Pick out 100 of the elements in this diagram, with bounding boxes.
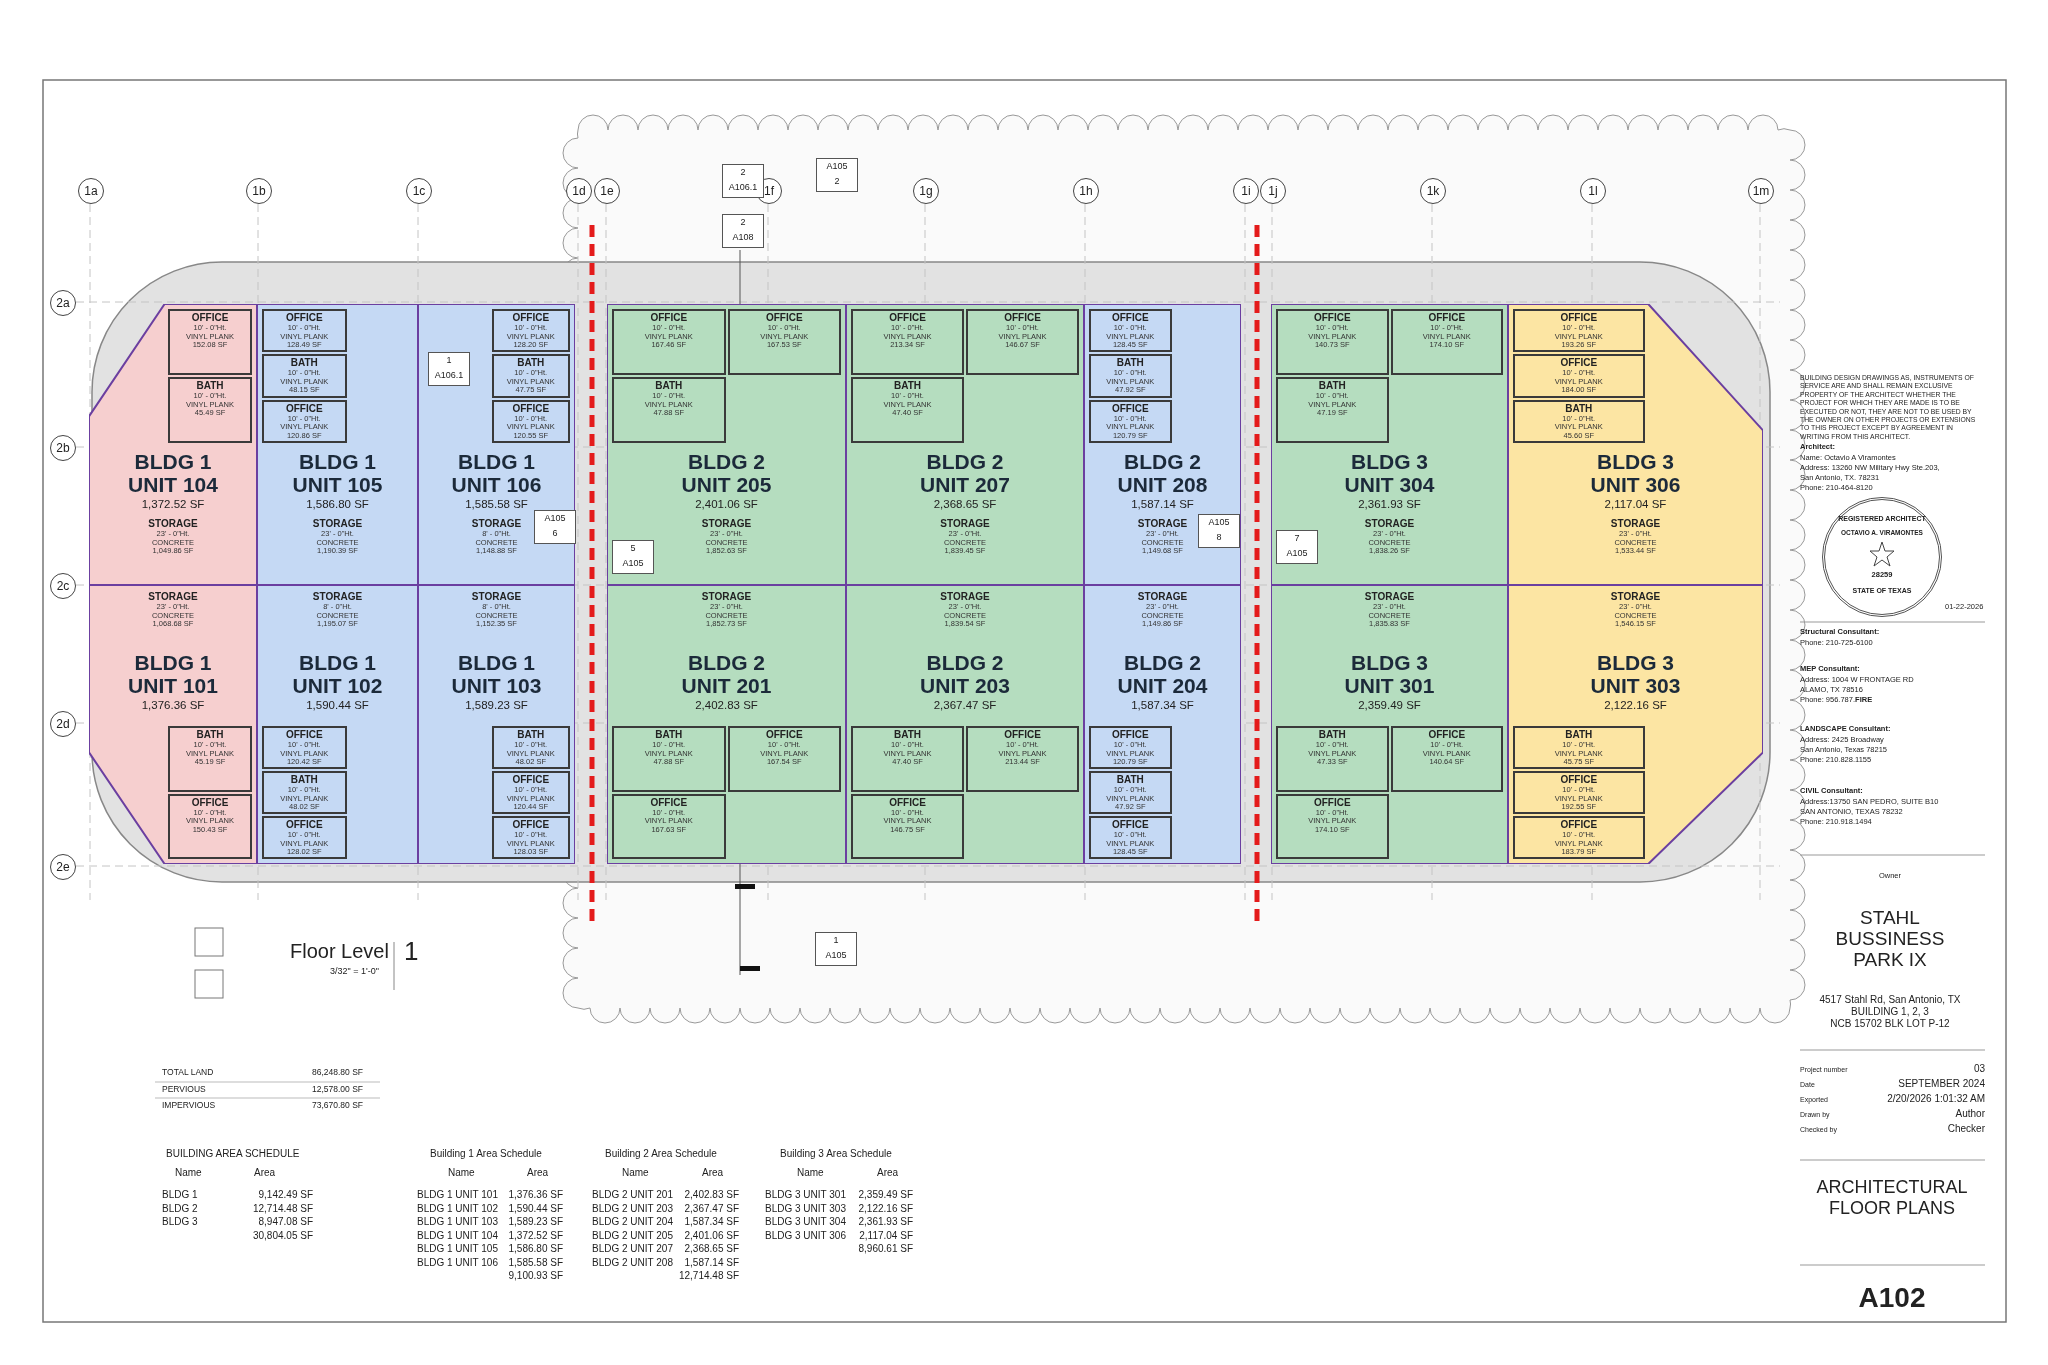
unit-area [418,304,575,585]
scale-note: 3/32" = 1'-0" [330,966,379,976]
column-header: Area [877,1167,899,1178]
room-name: BATH [289,774,319,785]
marker-text: A105 [824,950,848,961]
room-name: BATH [1115,357,1145,369]
room-outline [1276,309,1389,375]
room-outline [262,816,347,859]
table-text: 1,589.23 SF [508,1216,563,1227]
room-outline [168,726,252,792]
project-address: NCB 15702 BLK LOT P-12 [1830,1018,1950,1029]
table-text: BLDG 3 UNIT 301 [765,1189,846,1200]
room-outline [727,726,841,792]
unit-title: BLDG 2 UNIT 204 [1116,651,1209,697]
room-outline [1276,726,1389,792]
room-name: OFFICE [764,312,804,323]
room-outline [1513,399,1645,443]
table-text: BLDG 2 UNIT 207 [592,1243,673,1254]
room-name: STORAGE [1363,591,1416,602]
room-name: STORAGE [1609,591,1662,602]
room-outline [491,399,570,443]
info-value: SEPTEMBER 2024 [1898,1078,1985,1089]
room-name: STORAGE [700,518,753,529]
table-text: BLDG 1 [162,1189,198,1200]
column-header: Area [702,1167,724,1178]
room-outline [1390,309,1503,375]
unit-area [846,585,1084,864]
grid-bubble: 1a [78,178,104,204]
grid-bubble: 1b [246,178,272,204]
table-text: BLDG 3 [162,1216,198,1227]
grid-bubble: 2a [50,290,76,316]
column-header: Name [175,1167,202,1178]
room-name: BATH [1317,729,1347,740]
room-outline [1089,399,1172,443]
room-outline [1513,354,1645,398]
room-name: BATH [654,729,684,740]
table-text: BLDG 2 UNIT 201 [592,1189,673,1200]
table-text: 1,372.52 SF [508,1229,563,1241]
table-text: 12,714.48 SF [252,1202,313,1214]
table-text: BLDG 2 [162,1202,198,1214]
unit-area-text: 2,401.06 SF [694,498,759,510]
room-outline [966,726,1079,792]
room-outline [612,377,726,443]
table-text: BLDG 1 UNIT 103 [417,1216,498,1227]
table-text: 9,142.49 SF [258,1189,313,1200]
unit-area-text: 1,590.44 SF [305,699,370,711]
room-name: STORAGE [1136,591,1189,602]
table-text: 86,248.80 SF [312,1067,364,1077]
grid-bubble: 1c [406,178,432,204]
room-name: OFFICE [190,312,230,323]
table-text: 2,401.06 SF [684,1229,739,1241]
unit-area [1084,585,1241,864]
marker-text: 2 [739,217,747,228]
room-name: OFFICE [1559,819,1599,830]
sheet-title: ARCHITECTURAL FLOOR PLANS [1815,1177,1969,1219]
room-name: OFFICE [190,796,230,808]
room-outline [1089,309,1172,353]
room-name: STORAGE [1609,518,1662,529]
room-outline [1089,816,1172,859]
table-text: 30,804.05 SF [252,1229,313,1241]
room-name: OFFICE [1110,312,1150,323]
room-name: BATH [1115,774,1145,785]
table-text: 2,402.83 SF [684,1189,739,1200]
room-name: BATH [516,729,546,740]
unit-area-text: 1,586.80 SF [305,498,370,510]
unit-area [1271,585,1508,864]
column-header: Name [448,1167,475,1178]
grid-bubble: 2b [50,435,76,461]
table-text: 1,586.80 SF [508,1243,563,1254]
room-outline [262,354,347,398]
room-name: BATH [289,357,319,369]
room-outline [1276,793,1389,859]
unit-area [1084,304,1241,585]
unit-area [1508,304,1763,585]
table-text: BLDG 3 UNIT 304 [765,1216,846,1227]
unit-title: BLDG 1 UNIT 105 [291,450,384,496]
info-value: Author [1955,1108,1985,1119]
room-outline [491,354,570,398]
table-text: 2,117.04 SF [859,1229,913,1241]
table-text: 73,670.80 SF [312,1100,364,1110]
marker-text: A105 [1207,517,1231,528]
info-value: Checker [1947,1123,1985,1134]
unit-area-text: 2,361.93 SF [1357,498,1422,510]
room-outline [1513,771,1645,814]
room-name: BATH [893,729,922,740]
room-outline [612,726,726,792]
room-name: OFFICE [1427,312,1467,323]
unit-area-text: 1,587.34 SF [1130,699,1195,711]
unit-area [1508,585,1763,864]
view-title: Floor Level [290,940,389,963]
table-text: 1,587.14 SF [684,1256,739,1268]
marker-text: A108 [731,232,755,243]
room-name: OFFICE [764,729,804,740]
marker-text: 1 [832,935,840,946]
room-outline [262,726,347,769]
table-text: BLDG 1 UNIT 105 [417,1243,498,1254]
column-header: Name [622,1167,649,1178]
room-name: OFFICE [888,312,927,323]
column-header: Name [797,1167,824,1178]
table-text: 8,947.08 SF [258,1216,313,1227]
